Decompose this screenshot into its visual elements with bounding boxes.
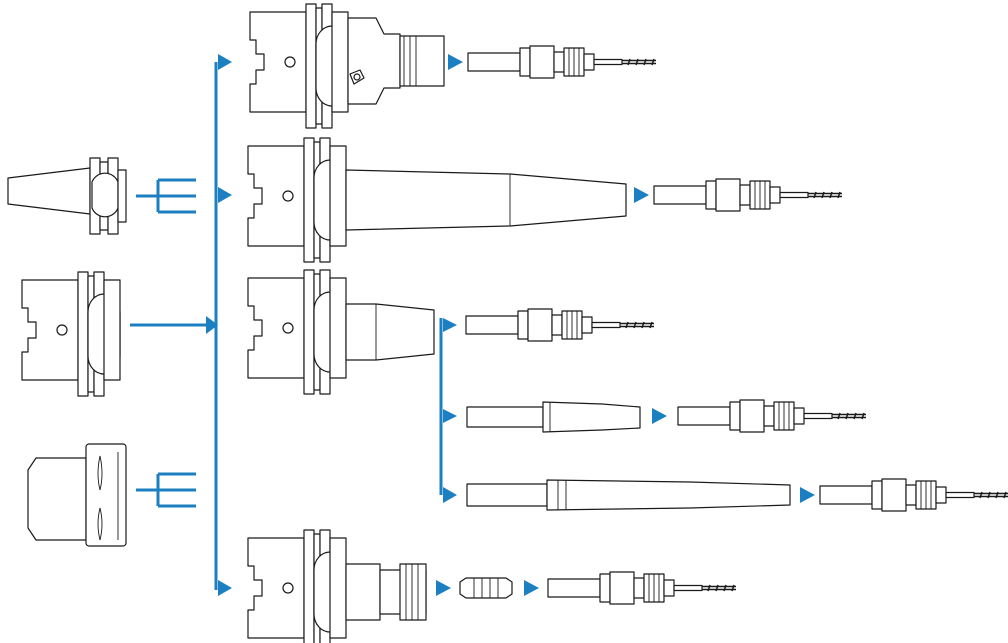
- end-mill-assembly-icon: [468, 46, 656, 78]
- flow-arrow-icon: [448, 54, 463, 70]
- steep-taper-icon: [8, 158, 126, 234]
- end-mill-assembly-icon: [654, 179, 842, 211]
- shrink-chuck-icon: [250, 4, 444, 128]
- flow-arrow-icon: [436, 580, 451, 596]
- collet-icon: [460, 578, 512, 598]
- short-slim-holder-icon: [248, 270, 434, 394]
- end-mill-assembly-icon: [548, 572, 736, 604]
- flow-arrow-icon: [800, 487, 815, 503]
- flow-arrow-icon: [652, 408, 667, 424]
- end-mill-assembly-icon: [678, 400, 866, 432]
- flow-arrow-icon: [524, 580, 539, 596]
- end-mill-assembly-icon: [466, 309, 654, 341]
- long-extension-icon: [467, 480, 790, 510]
- end-mill-assembly-icon: [820, 479, 1008, 511]
- short-extension-icon: [467, 402, 640, 432]
- hsk-icon: [22, 272, 120, 396]
- flow-arrow-icon: [634, 187, 649, 203]
- long-slim-holder-icon: [248, 138, 626, 262]
- polygon-taper-icon: [28, 444, 126, 546]
- collet-chuck-icon: [248, 530, 426, 643]
